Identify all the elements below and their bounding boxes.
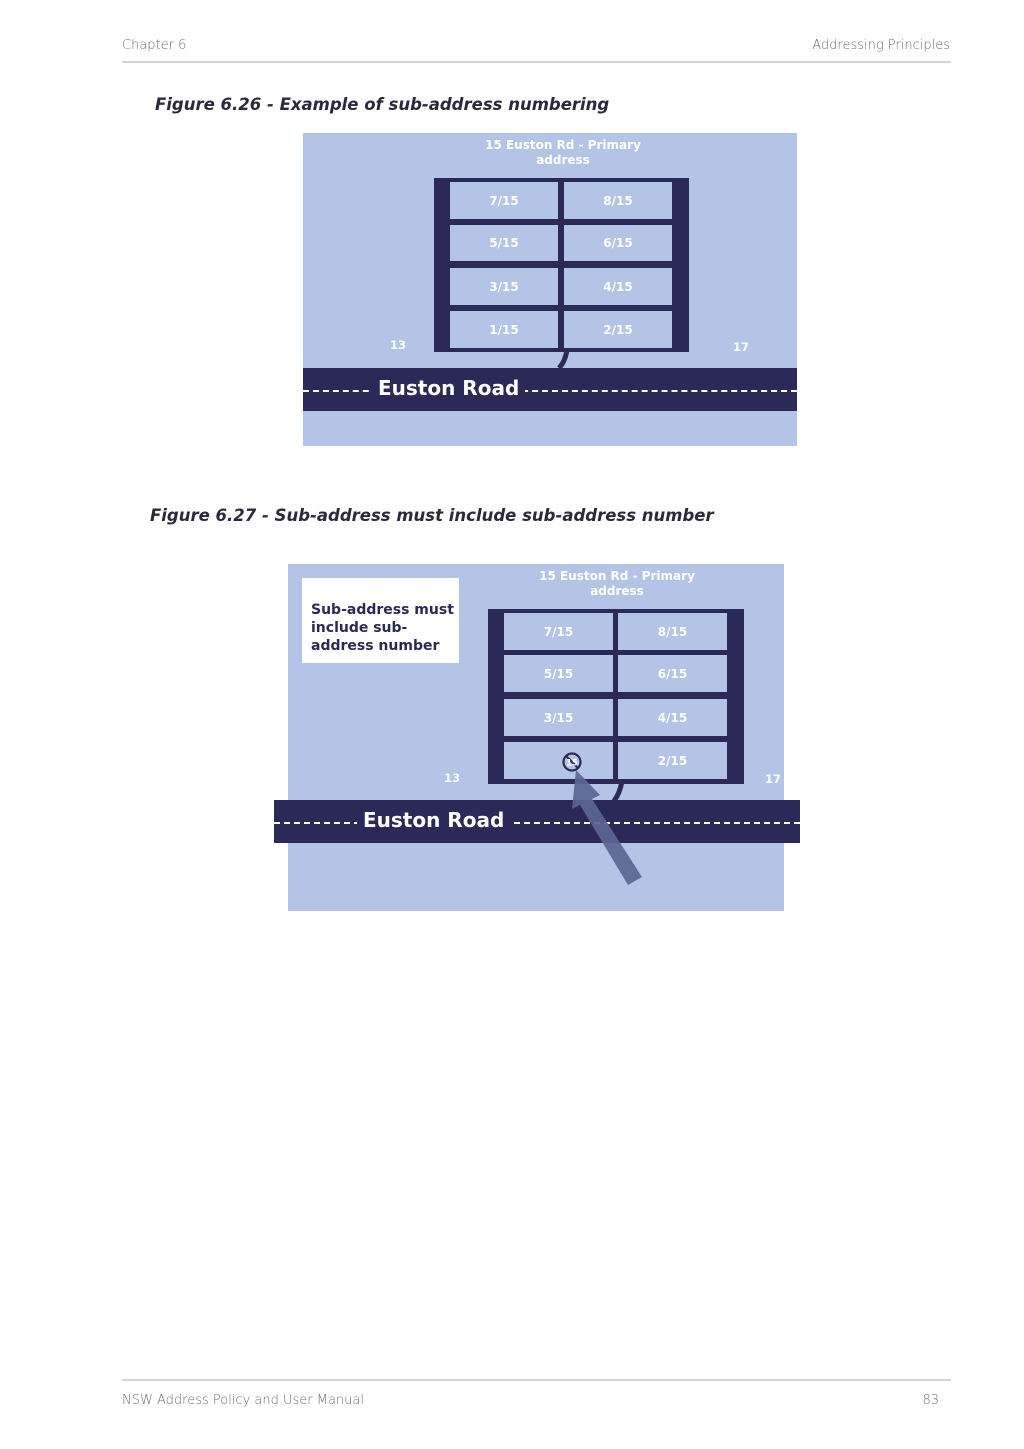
primary-address-label: 15 Euston Rd - Primary address xyxy=(539,569,695,598)
primary-address-label: 15 Euston Rd - Primary address xyxy=(485,138,641,167)
prohibited-icon: 15 xyxy=(562,752,582,772)
building: 7/15 8/15 5/15 6/15 3/15 4/15 15 2/15 xyxy=(488,609,744,784)
unit-cell: 6/15 xyxy=(564,225,672,261)
left-property-number: 13 xyxy=(444,771,461,785)
unit-cell: 5/15 xyxy=(504,655,613,692)
building: 7/15 8/15 5/15 6/15 3/15 4/15 1/15 2/15 xyxy=(434,178,689,352)
driveway xyxy=(557,350,570,370)
right-property-number: 17 xyxy=(733,340,750,354)
unit-cell: 6/15 xyxy=(618,655,727,692)
note-text: Sub-address must include sub-address num… xyxy=(311,602,454,654)
header-divider xyxy=(122,61,951,63)
road: Euston Road xyxy=(274,800,800,843)
footer-manual-title: NSW Address Policy and User Manual xyxy=(122,1393,364,1408)
pointer-arrow xyxy=(572,770,642,885)
road-centre-line xyxy=(303,389,797,392)
unit-cell: 3/15 xyxy=(504,699,613,736)
road: Euston Road xyxy=(303,368,797,411)
unit-cell: 7/15 xyxy=(504,613,613,650)
unit-cell: 8/15 xyxy=(618,613,727,650)
unit-cell: 8/15 xyxy=(564,182,672,219)
unit-cell: 2/15 xyxy=(564,311,672,348)
road-centre-line xyxy=(274,821,800,824)
figure-6-27: 15 Euston Rd - Primary address Sub-addre… xyxy=(288,564,784,911)
right-property-number: 17 xyxy=(765,772,782,786)
section-title: Addressing Principles xyxy=(812,38,950,53)
left-property-number: 13 xyxy=(390,338,407,352)
unit-cell: 5/15 xyxy=(450,225,558,261)
unit-cell: 4/15 xyxy=(564,268,672,305)
figure-caption: Figure 6.27 - Sub-address must include s… xyxy=(150,506,714,525)
driveway xyxy=(611,781,625,803)
unit-cell: 2/15 xyxy=(618,742,727,779)
road-name: Euston Road xyxy=(357,808,511,832)
chapter-label: Chapter 6 xyxy=(122,38,187,53)
unit-cell: 7/15 xyxy=(450,182,558,219)
footer-divider xyxy=(122,1379,951,1381)
figure-caption: Figure 6.26 - Example of sub-address num… xyxy=(155,95,610,114)
unit-cell: 1/15 xyxy=(450,311,558,348)
unit-cell: 3/15 xyxy=(450,268,558,305)
road-name: Euston Road xyxy=(372,376,526,400)
figure-6-26: 15 Euston Rd - Primary address 7/15 8/15… xyxy=(303,133,797,446)
crossed-out-number: 15 xyxy=(566,759,578,769)
unit-cell: 4/15 xyxy=(618,699,727,736)
unit-cell-invalid: 15 xyxy=(504,742,613,779)
note-box: Sub-address must include sub-address num… xyxy=(302,578,459,663)
page-number: 83 xyxy=(922,1393,939,1408)
